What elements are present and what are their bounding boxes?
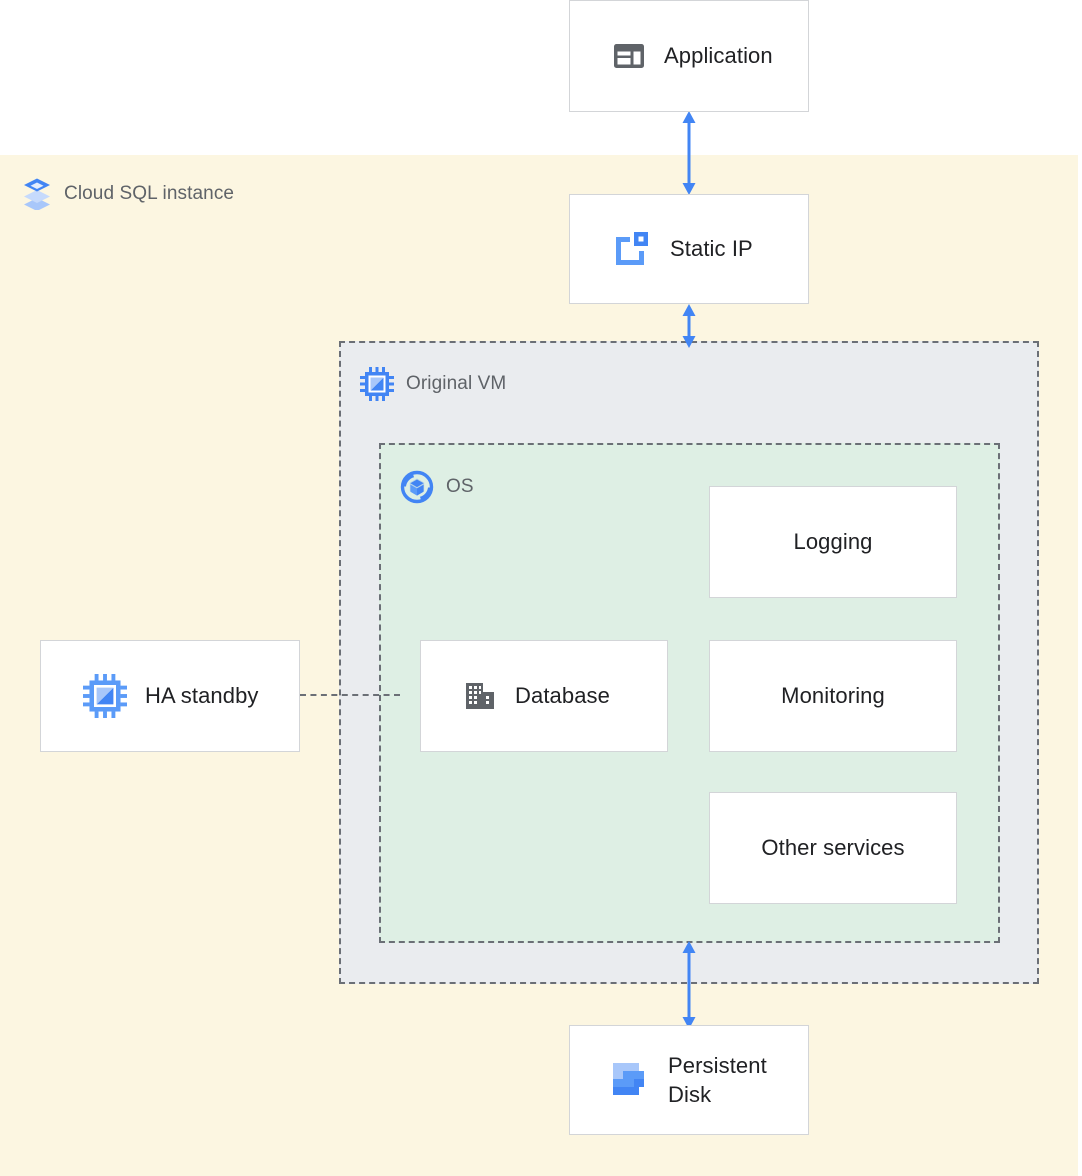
region-label-os: OS — [400, 470, 474, 504]
node-ha-standby[interactable]: HA standby — [40, 640, 300, 752]
region-label-text: OS — [446, 476, 474, 497]
connector-application-static-ip — [682, 111, 696, 195]
node-label: Database — [515, 682, 610, 708]
node-label: Other services — [761, 834, 905, 860]
node-static-ip[interactable]: Static IP — [569, 194, 809, 304]
persistent-disk-steps-icon — [612, 1060, 650, 1100]
region-label-text: Cloud SQL instance — [64, 183, 235, 204]
static-ip-square-icon — [612, 229, 652, 269]
node-logging[interactable]: Logging — [709, 486, 957, 598]
region-label-cloud-sql-instance: Cloud SQL instance — [22, 178, 235, 211]
node-other-services[interactable]: Other services — [709, 792, 957, 904]
node-database[interactable]: Database — [420, 640, 668, 752]
region-label-text: Original VM — [406, 373, 507, 394]
os-circle-cube-icon — [400, 470, 434, 504]
node-label: Monitoring — [781, 682, 885, 708]
cpu-chip-icon — [360, 367, 394, 401]
node-label: Application — [664, 42, 773, 68]
connector-os-persistent-disk — [682, 941, 696, 1029]
connector-ha-standby-original-vm — [300, 694, 400, 696]
cloud-sql-layers-icon — [22, 178, 52, 211]
connector-static-ip-original-vm — [682, 304, 696, 348]
node-application[interactable]: Application — [569, 0, 809, 112]
node-persistent-disk[interactable]: Persistent Disk — [569, 1025, 809, 1135]
cpu-chip-icon — [83, 674, 127, 718]
node-monitoring[interactable]: Monitoring — [709, 640, 957, 752]
database-building-icon — [463, 679, 497, 713]
node-label: HA standby — [145, 682, 259, 708]
application-window-icon — [612, 39, 646, 73]
node-label: Persistent Disk — [668, 1052, 767, 1107]
region-label-original-vm: Original VM — [360, 367, 506, 401]
node-label: Logging — [793, 528, 873, 554]
node-label: Static IP — [670, 235, 753, 261]
